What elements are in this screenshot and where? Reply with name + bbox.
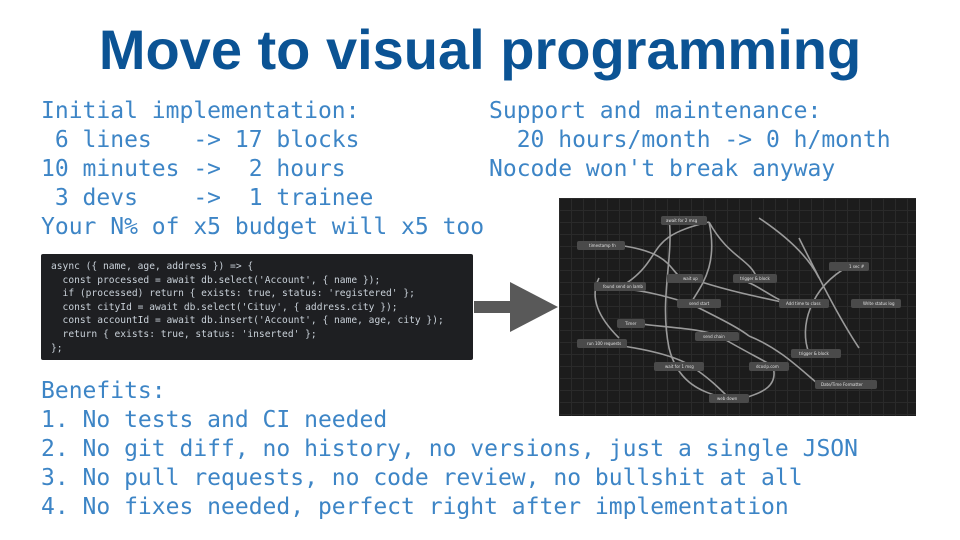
benefit-item: 3. No pull requests, no code review, no … — [41, 465, 803, 491]
benefit-item: 2. No git diff, no history, no versions,… — [41, 436, 858, 462]
code-line: if (processed) return { exists: true, st… — [51, 288, 415, 300]
workflow-node-label: web down — [717, 396, 738, 401]
benefit-item: 4. No fixes needed, perfect right after … — [41, 494, 789, 520]
initial-line: 6 lines -> 17 blocks — [41, 127, 360, 153]
code-snippet: async ({ name, age, address }) => { cons… — [41, 254, 473, 360]
workflow-node-label: trigger & block — [799, 351, 829, 356]
workflow-node-label: Write status log — [863, 301, 895, 306]
code-line: }; — [51, 342, 63, 354]
initial-line: Your N% of x5 budget will x5 too — [41, 214, 485, 240]
workflow-node-label: found send on lamb — [603, 284, 643, 289]
arrow-right-icon — [474, 282, 558, 332]
code-line: return { exists: true, status: 'inserted… — [51, 328, 317, 340]
workflow-node-label: 1 sec # — [849, 264, 865, 269]
workflow-nodes: await for 2 msg timestamp fn found send … — [577, 216, 901, 403]
slide-title: Move to visual programming — [98, 18, 862, 81]
workflow-canvas: await for 2 msg timestamp fn found send … — [559, 198, 916, 416]
workflow-node-label: Date/Time Formatter — [821, 382, 863, 387]
workflow-node-label: send start — [689, 301, 710, 306]
workflow-node-label: await for 2 msg — [666, 218, 698, 223]
workflow-node-label: trigger & block — [740, 276, 770, 281]
code-line: const accountId = await db.insert('Accou… — [51, 315, 444, 327]
workflow-node-label: run 100 requests — [587, 341, 621, 346]
support-line: Nocode won't break anyway — [489, 156, 836, 182]
initial-line: 3 devs -> 1 trainee — [41, 185, 374, 211]
initial-line: 10 minutes -> 2 hours — [41, 156, 346, 182]
code-line: const processed = await db.select('Accou… — [51, 274, 381, 286]
workflow-node-label: Add time to class — [786, 301, 821, 306]
support-line: 20 hours/month -> 0 h/month — [489, 127, 891, 153]
code-line: const cityId = await db.select('Cituy', … — [51, 301, 398, 313]
workflow-node-label: wait for 1 msg — [665, 364, 694, 369]
workflow-graph: await for 2 msg timestamp fn found send … — [577, 216, 901, 403]
code-line: async ({ name, age, address }) => { — [51, 261, 254, 272]
workflow-node-label: wait up — [683, 276, 698, 281]
benefit-item: 1. No tests and CI needed — [41, 407, 388, 433]
workflow-node-label: Timer — [624, 321, 637, 326]
benefits-heading: Benefits: — [41, 378, 166, 404]
support-heading: Support and maintenance: — [489, 98, 822, 124]
initial-heading: Initial implementation: — [41, 98, 360, 124]
workflow-node-label: dcoslp.com — [756, 364, 779, 369]
workflow-node-label: timestamp fn — [589, 243, 616, 248]
workflow-node-label: send chain — [703, 334, 725, 339]
